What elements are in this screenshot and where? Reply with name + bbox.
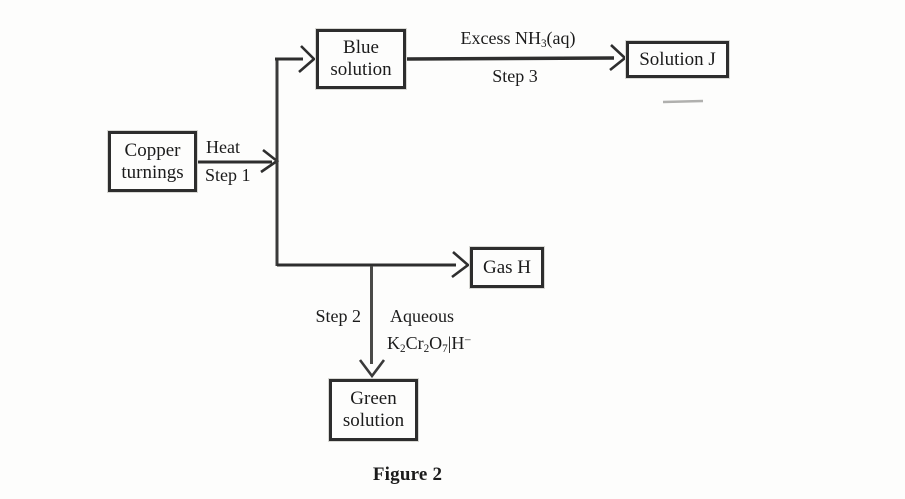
formula-k: K <box>387 333 400 353</box>
formula-bar-h: |H <box>447 333 465 353</box>
edge-to-gash-arrowhead <box>451 251 471 279</box>
node-gas-h: Gas H <box>470 247 544 288</box>
formula-cr-sub: 2 <box>423 343 430 356</box>
edge-step2-formula-label: K2Cr2O7|H− <box>387 332 472 356</box>
edge-step1-step-label: Step 1 <box>205 165 251 185</box>
edge-step2-step-label: Step 2 <box>315 306 361 326</box>
node-solution-j: Solution J <box>626 41 729 78</box>
formula-k-sub: 2 <box>400 343 406 356</box>
edge-step3-line <box>405 56 615 61</box>
node-green-solution-line1: Green <box>350 388 397 409</box>
node-copper-turnings: Copper turnings <box>108 131 197 192</box>
faint-dash-mark <box>662 99 704 104</box>
formula-charge: − <box>464 332 472 347</box>
node-blue-solution-line1: Blue <box>343 37 379 58</box>
node-blue-solution-line2: solution <box>330 59 392 80</box>
edge-step2-reagent-label: Aqueous <box>390 306 454 326</box>
node-solution-j-label: Solution J <box>639 48 716 70</box>
node-green-solution-line2: solution <box>342 410 405 431</box>
formula-o: O <box>429 333 443 353</box>
step3-reagent-prefix: Excess NH <box>460 28 541 48</box>
edge-step3-step-label: Step 3 <box>492 66 538 86</box>
edge-to-blue-arrowhead <box>298 45 316 73</box>
node-copper-turnings-line1: Copper <box>124 139 181 161</box>
node-copper-turnings-line2: turnings <box>121 161 184 183</box>
figure-caption: Figure 2 <box>372 464 443 485</box>
formula-cr: Cr <box>405 333 424 353</box>
step3-reagent-subscript: 3 <box>540 38 547 51</box>
node-gas-h-label: Gas H <box>482 256 532 278</box>
formula-o-sub: 7 <box>442 343 448 356</box>
edge-step3-arrowhead <box>609 44 627 72</box>
node-blue-solution: Blue solution <box>316 29 406 89</box>
edge-step2-arrowhead <box>358 359 386 379</box>
step3-reagent-suffix: (aq) <box>546 28 576 48</box>
node-green-solution: Green solution <box>329 379 418 441</box>
edge-step3-reagent-label: Excess NH3(aq) <box>420 28 616 51</box>
edge-step1-reagent-label: Heat <box>206 137 240 157</box>
